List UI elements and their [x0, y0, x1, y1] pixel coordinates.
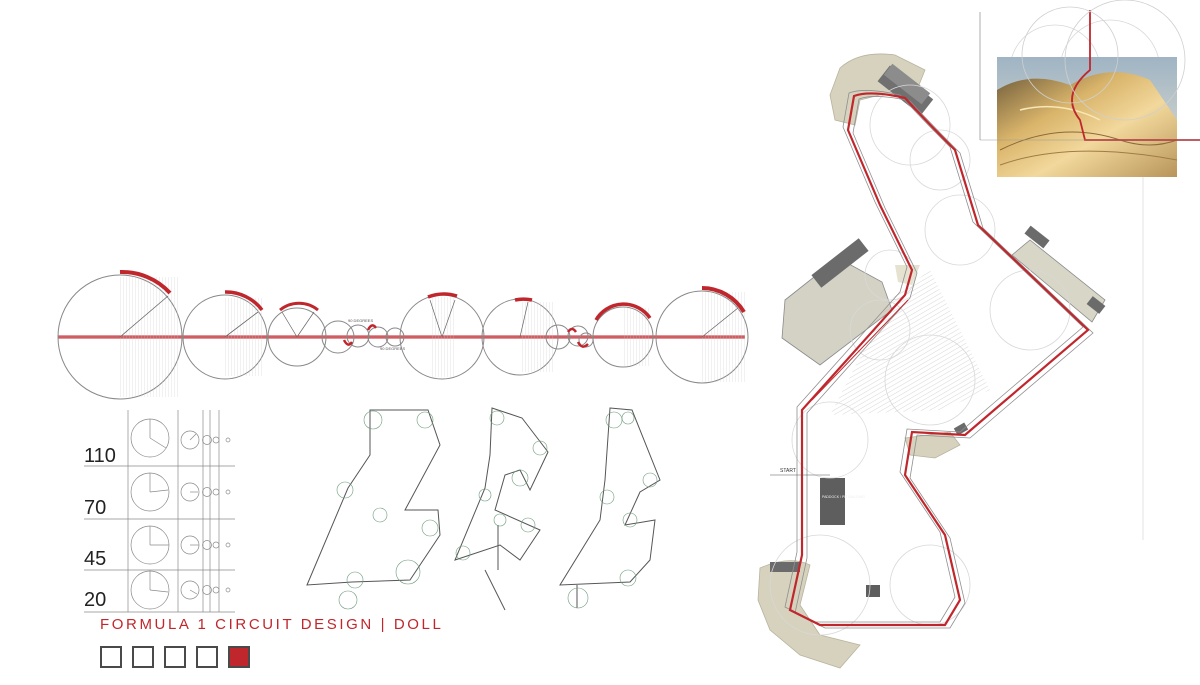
- page-square-3[interactable]: [164, 646, 186, 668]
- page-title: FORMULA 1 CIRCUIT DESIGN | DOLL: [100, 616, 444, 633]
- speed-label-70: 70: [84, 497, 107, 519]
- start-label: START: [780, 468, 796, 474]
- circuit-plan: PADDOCK / PIT BUILDING START: [757, 19, 1161, 669]
- page-square-4[interactable]: [196, 646, 218, 668]
- page-indicator: [100, 646, 250, 668]
- corner-angle-label: 90 DEGREES: [348, 318, 373, 323]
- circle-geometry-diagram-icon: 90 DEGREES 90 DEGREES: [57, 269, 749, 400]
- page-square-5[interactable]: [228, 646, 250, 668]
- page-square-2[interactable]: [132, 646, 154, 668]
- speed-label-110: 110: [84, 445, 116, 467]
- track-variant-outline-icon: [306, 407, 661, 611]
- speed-label-20: 20: [84, 589, 107, 611]
- corner-angle-label: 90 DEGREES: [380, 346, 405, 351]
- sandstone-photo-icon: [979, 0, 1200, 177]
- building-label: PADDOCK / PIT BUILDING: [822, 495, 865, 499]
- page-square-1[interactable]: [100, 646, 122, 668]
- speed-label-45: 45: [84, 548, 107, 570]
- speed-radius-grid: [84, 410, 235, 613]
